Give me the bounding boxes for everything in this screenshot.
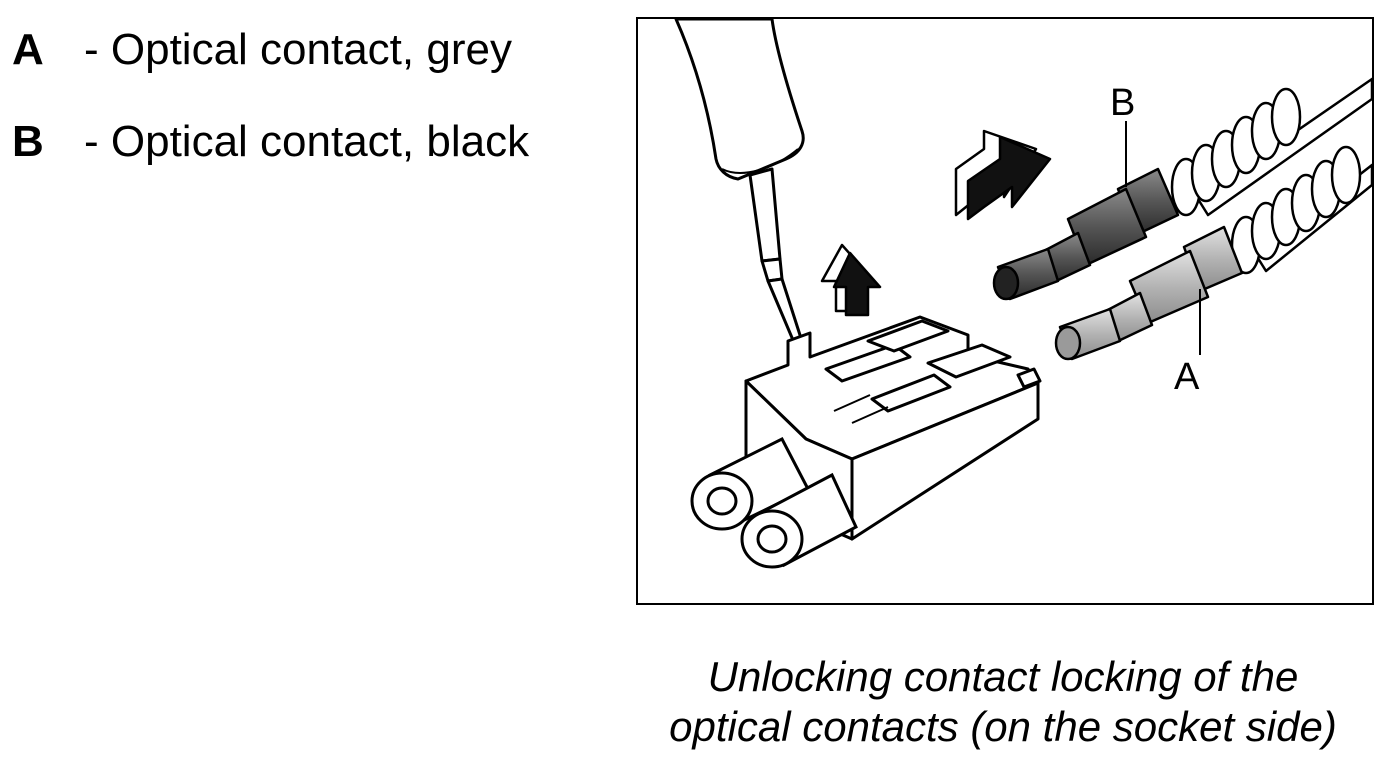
legend-item-a: A - Optical contact, grey — [12, 22, 612, 114]
optical-contact-black — [992, 77, 1372, 301]
legend-key-b: B — [12, 117, 44, 166]
up-arrow-icon — [820, 243, 882, 317]
socket-tubes — [690, 436, 858, 569]
caption-line-1: Unlocking contact locking of the — [707, 653, 1299, 700]
legend-text-b: - Optical contact, black — [84, 117, 530, 166]
legend-text-a: - Optical contact, grey — [84, 25, 512, 74]
figure-caption: Unlocking contact locking of the optical… — [620, 652, 1386, 752]
optical-contact-grey — [1054, 145, 1372, 361]
figure-frame: B A — [636, 17, 1374, 605]
socket-housing — [744, 315, 1042, 541]
callout-b: B — [1110, 82, 1135, 124]
legend-key-a: A — [12, 25, 44, 74]
legend: A - Optical contact, grey B - Optical co… — [12, 22, 612, 206]
push-arrow-icon — [954, 129, 1052, 221]
connector-illustration: B A — [674, 19, 1372, 569]
tool-icon — [674, 19, 818, 387]
legend-item-b: B - Optical contact, black — [12, 114, 612, 206]
caption-line-2: optical contacts (on the socket side) — [669, 703, 1337, 750]
callout-a: A — [1174, 356, 1200, 398]
